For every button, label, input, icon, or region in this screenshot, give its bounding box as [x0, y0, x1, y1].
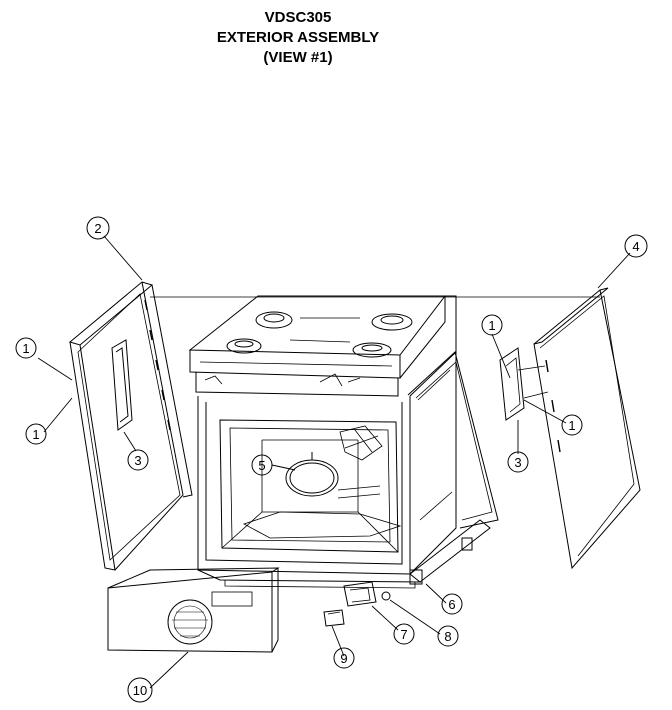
callout-10-circle — [127, 677, 153, 703]
callout-3a-label: 3 — [134, 453, 141, 468]
callout-3b-label: 3 — [514, 455, 521, 470]
callout-1b-circle — [25, 423, 47, 445]
callout-4-label: 4 — [632, 239, 639, 254]
callout-8-circle — [437, 625, 459, 647]
callout-1d-circle — [561, 414, 583, 436]
view-label: (VIEW #1) — [263, 49, 333, 66]
assembly-title: EXTERIOR ASSEMBLY — [216, 29, 380, 46]
callout-2-circle — [86, 216, 110, 240]
callout-4-circle — [624, 234, 648, 258]
callout-7-label: 7 — [400, 627, 407, 642]
callout-5-circle — [251, 454, 273, 476]
callout-1a-label: 1 — [22, 341, 29, 356]
callout-10-label: 10 — [133, 683, 147, 698]
callout-8-label: 8 — [444, 629, 451, 644]
callout-3b-circle — [507, 451, 529, 473]
oven-body — [188, 295, 491, 589]
callout-1d-label: 1 — [568, 418, 575, 433]
callout-6-circle — [441, 593, 463, 615]
callout-9-circle — [333, 647, 355, 669]
callout-1b-label: 1 — [32, 427, 39, 442]
small-parts-cluster — [323, 581, 391, 627]
callout-1c-label: 1 — [488, 318, 495, 333]
callout-6-label: 6 — [448, 597, 455, 612]
callout-circles — [15, 216, 648, 703]
leader-lines — [37, 235, 631, 689]
left-side-panel — [68, 281, 193, 571]
callout-9-label: 9 — [340, 651, 347, 666]
right-bracket — [499, 347, 549, 421]
callout-5-label: 5 — [258, 458, 265, 473]
callout-3a-circle — [127, 449, 149, 471]
model-number: VDSC305 — [264, 9, 332, 26]
callout-2-label: 2 — [94, 221, 101, 236]
callout-1a-circle — [15, 337, 37, 359]
heating-element — [242, 452, 402, 539]
bottom-drawer-panel — [107, 567, 280, 653]
right-inner-panel — [407, 351, 499, 529]
diagram-title-block: VDSC305 EXTERIOR ASSEMBLY (VIEW #1) — [0, 8, 596, 68]
callout-7-circle — [393, 623, 415, 645]
left-bracket — [111, 339, 133, 431]
callout-1c-circle — [481, 314, 503, 336]
right-side-panel — [533, 287, 641, 570]
